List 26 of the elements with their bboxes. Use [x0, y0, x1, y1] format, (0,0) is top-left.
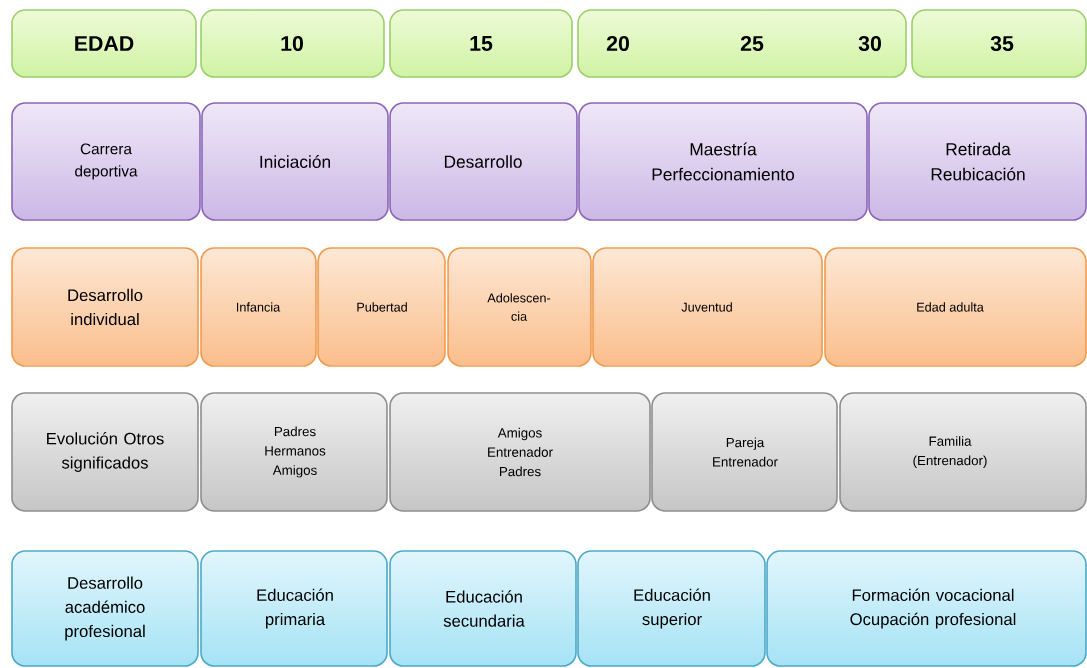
stage-box: Maestría Perfeccionamiento: [578, 102, 868, 221]
stage-box: Adolescen-cia: [447, 247, 592, 367]
stage-box: Educación superior: [577, 550, 766, 667]
stage-box: Familia (Entrenador): [839, 392, 1087, 512]
stage-box: Edad adulta: [824, 247, 1087, 367]
stage-box: Infancia: [200, 247, 317, 367]
stage-box: Educación secundaria: [389, 550, 577, 667]
age-box: 10: [200, 9, 385, 78]
stage-box: Educación primaria: [200, 550, 388, 667]
stage-box: Evolución Otros significados: [11, 392, 199, 512]
stage-box: Desarrollo individual: [11, 247, 199, 367]
stage-box: Carrera deportiva: [11, 102, 201, 221]
stage-box: Desarrollo: [389, 102, 578, 221]
age-box: 20 25 30: [577, 9, 907, 78]
stage-box: Desarrollo académico profesional: [11, 550, 199, 667]
stage-box: Amigos Entrenador Padres: [389, 392, 651, 512]
age-box: 15: [389, 9, 573, 78]
stage-box: Retirada Reubicación: [868, 102, 1087, 221]
age-box: EDAD: [11, 9, 197, 78]
stage-box: Formación vocacional Ocupación profesional: [766, 550, 1087, 667]
stage-box: Juventud: [592, 247, 823, 367]
age-box: 35: [911, 9, 1087, 78]
stage-box: Padres Hermanos Amigos: [200, 392, 388, 512]
stage-box: Pareja Entrenador: [651, 392, 838, 512]
stage-box: Iniciación: [201, 102, 389, 221]
stage-box: Pubertad: [317, 247, 446, 367]
